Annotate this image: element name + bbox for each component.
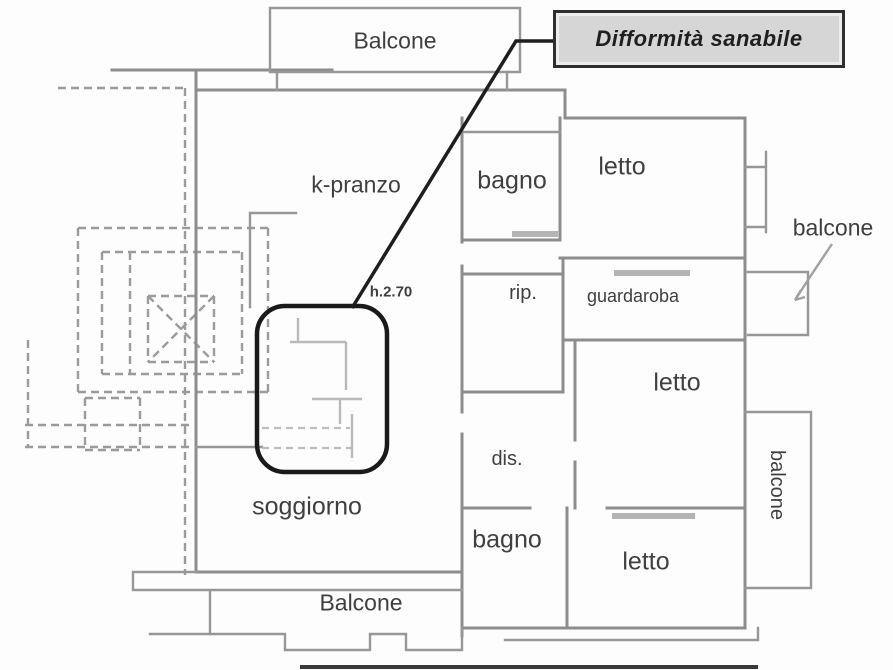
- callout-label: Difformità sanabile: [595, 26, 803, 51]
- room-label-guardaroba: guardaroba: [586, 286, 680, 306]
- kitchen-faint-walls: [290, 318, 362, 458]
- kitchen-faint-dashed: [262, 426, 354, 450]
- wall-details: [131, 6, 813, 652]
- height-note: h.2.70: [369, 283, 413, 301]
- room-label-bagno-bottom: bagno: [472, 525, 542, 554]
- adjacent-unit-dashed-walls: [25, 86, 270, 575]
- highlight-outline: [254, 303, 390, 475]
- radiator-bars: [512, 231, 695, 519]
- room-label-rip: rip.: [509, 282, 537, 304]
- room-label-letto-top: letto: [598, 152, 646, 181]
- callout-box: Difformità sanabile: [553, 10, 845, 68]
- interior-walls: [460, 116, 747, 630]
- room-label-letto-mid: letto: [653, 368, 701, 397]
- balcone-arrow: [793, 243, 833, 302]
- room-label-balcone-right: balcone: [792, 214, 874, 241]
- room-label-bagno-top: bagno: [477, 166, 547, 195]
- room-label-balcone-bottom: Balcone: [319, 589, 403, 616]
- room-label-balcone-vertical: balcone: [766, 449, 788, 521]
- exterior-walls: [110, 68, 747, 638]
- room-label-letto-bottom: letto: [622, 547, 670, 576]
- scan-edge-artifact: [300, 665, 758, 669]
- room-label-k-pranzo: k-pranzo: [311, 171, 401, 198]
- room-label-balcone-top: Balcone: [353, 27, 437, 54]
- room-label-soggiorno: soggiorno: [252, 492, 362, 521]
- room-label-dis: dis.: [491, 448, 523, 470]
- callout-leader-line: [350, 39, 553, 309]
